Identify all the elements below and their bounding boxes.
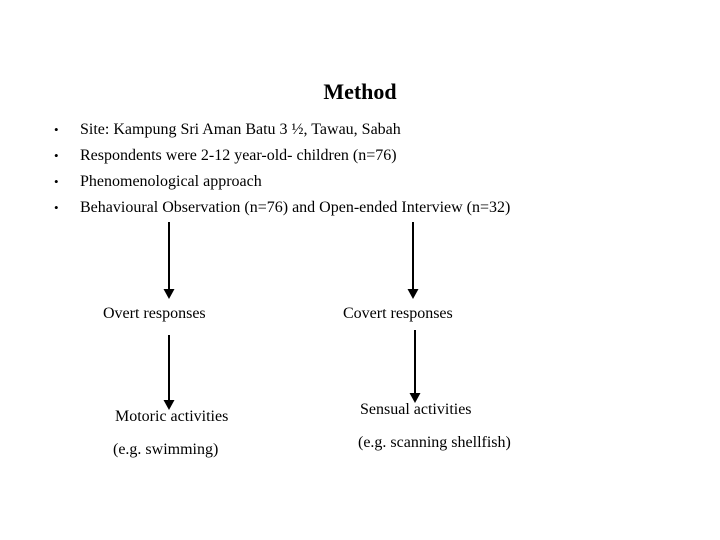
bullet-text: Phenomenological approach bbox=[80, 173, 262, 190]
down-arrow-icon bbox=[163, 222, 175, 299]
flow-label-shellfish-example: (e.g. scanning shellfish) bbox=[358, 434, 511, 451]
bullet-item: • Site: Kampung Sri Aman Batu 3 ½, Tawau… bbox=[48, 117, 648, 143]
bullet-dot-icon: • bbox=[54, 148, 59, 163]
bullet-dot-icon: • bbox=[54, 200, 59, 215]
bullet-text: Behavioural Observation (n=76) and Open-… bbox=[80, 199, 511, 216]
bullet-dot-icon: • bbox=[54, 174, 59, 189]
bullet-item: • Behavioural Observation (n=76) and Ope… bbox=[48, 195, 648, 221]
flow-label-covert-responses: Covert responses bbox=[343, 305, 453, 322]
flow-label-motoric-activities: Motoric activities bbox=[115, 408, 229, 425]
bullet-list: • Site: Kampung Sri Aman Batu 3 ½, Tawau… bbox=[48, 117, 648, 221]
bullet-text: Site: Kampung Sri Aman Batu 3 ½, Tawau, … bbox=[80, 121, 401, 138]
bullet-item: • Phenomenological approach bbox=[48, 169, 648, 195]
flow-label-sensual-activities: Sensual activities bbox=[360, 401, 472, 418]
flow-label-overt-responses: Overt responses bbox=[103, 305, 206, 322]
bullet-item: • Respondents were 2-12 year-old- childr… bbox=[48, 143, 648, 169]
down-arrow-icon bbox=[409, 330, 421, 403]
slide-title: Method bbox=[323, 79, 397, 104]
bullet-dot-icon: • bbox=[54, 122, 59, 137]
down-arrow-icon bbox=[407, 222, 419, 299]
bullet-text: Respondents were 2-12 year-old- children… bbox=[80, 147, 397, 164]
down-arrow-icon bbox=[163, 335, 175, 410]
flow-label-swimming-example: (e.g. swimming) bbox=[113, 441, 219, 458]
